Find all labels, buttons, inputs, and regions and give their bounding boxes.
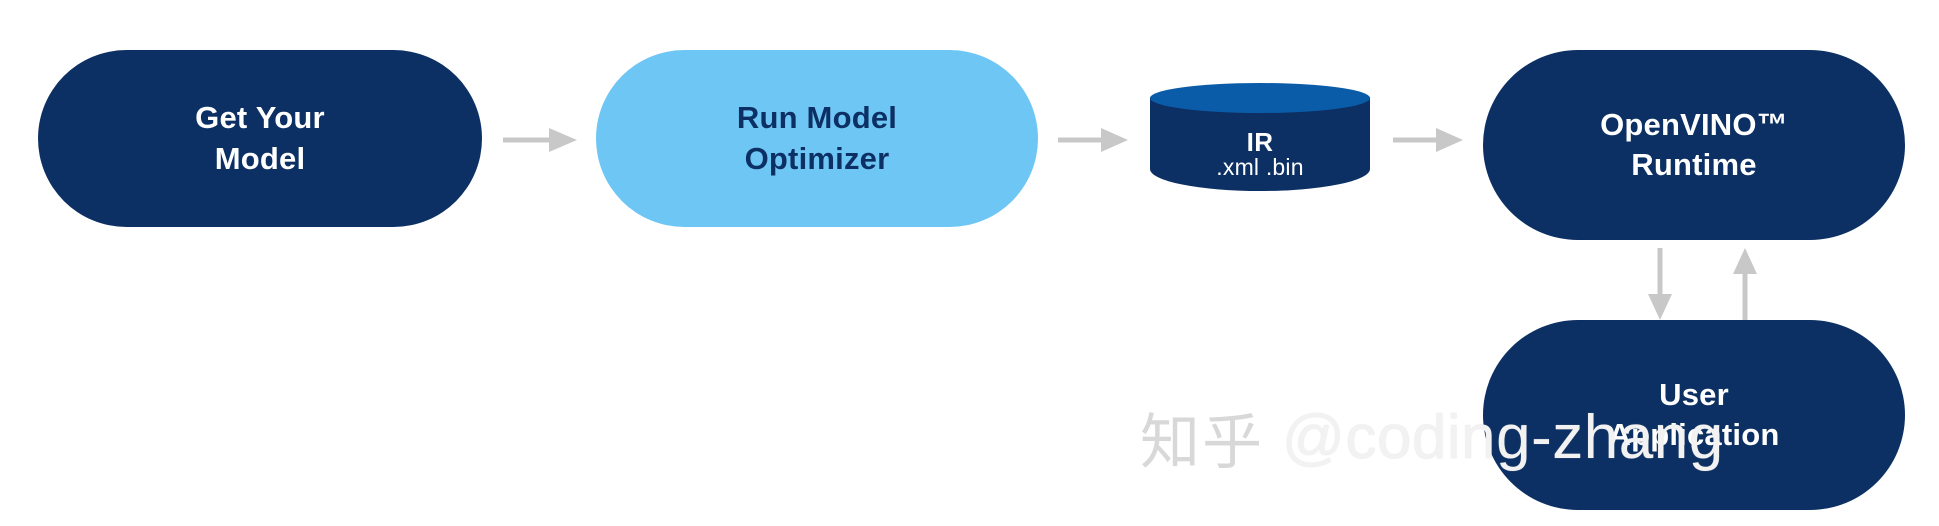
watermark-site-name: 知乎: [1140, 408, 1264, 476]
node-user-application[interactable]: User Application: [1483, 320, 1905, 510]
node-run-model-optimizer-line2: Optimizer: [744, 140, 890, 176]
node-get-your-model[interactable]: Get Your Model: [38, 50, 482, 227]
arrow-right-icon-get-model-to-optimizer: [503, 123, 577, 157]
cylinder-top-ellipse-shape: [1150, 83, 1370, 113]
arrow-right-icon-ir-to-runtime: [1393, 123, 1463, 157]
node-user-application-line1: User: [1659, 376, 1729, 412]
node-run-model-optimizer[interactable]: Run Model Optimizer: [596, 50, 1038, 227]
arrow-up-icon-application-to-runtime: [1728, 248, 1762, 320]
arrow-right-icon-optimizer-to-ir: [1058, 123, 1128, 157]
node-ir-datastore[interactable]: IR .xml .bin: [1150, 83, 1370, 205]
node-get-your-model-line1: Get Your: [195, 100, 325, 136]
node-ir-title: IR: [1246, 127, 1274, 157]
node-openvino-runtime[interactable]: OpenVINO™ Runtime: [1483, 50, 1905, 240]
node-openvino-runtime-line2: Runtime: [1631, 147, 1757, 182]
node-ir-subtitle: .xml .bin: [1216, 153, 1304, 180]
node-run-model-optimizer-line1: Run Model: [736, 100, 898, 136]
node-ir-label-group: IR .xml .bin: [1150, 129, 1370, 179]
node-user-application-line2: Application: [1608, 417, 1780, 452]
node-openvino-runtime-line1: OpenVINO™: [1600, 106, 1788, 142]
arrow-down-icon-runtime-to-application: [1643, 248, 1677, 320]
node-get-your-model-line2: Model: [214, 140, 306, 176]
